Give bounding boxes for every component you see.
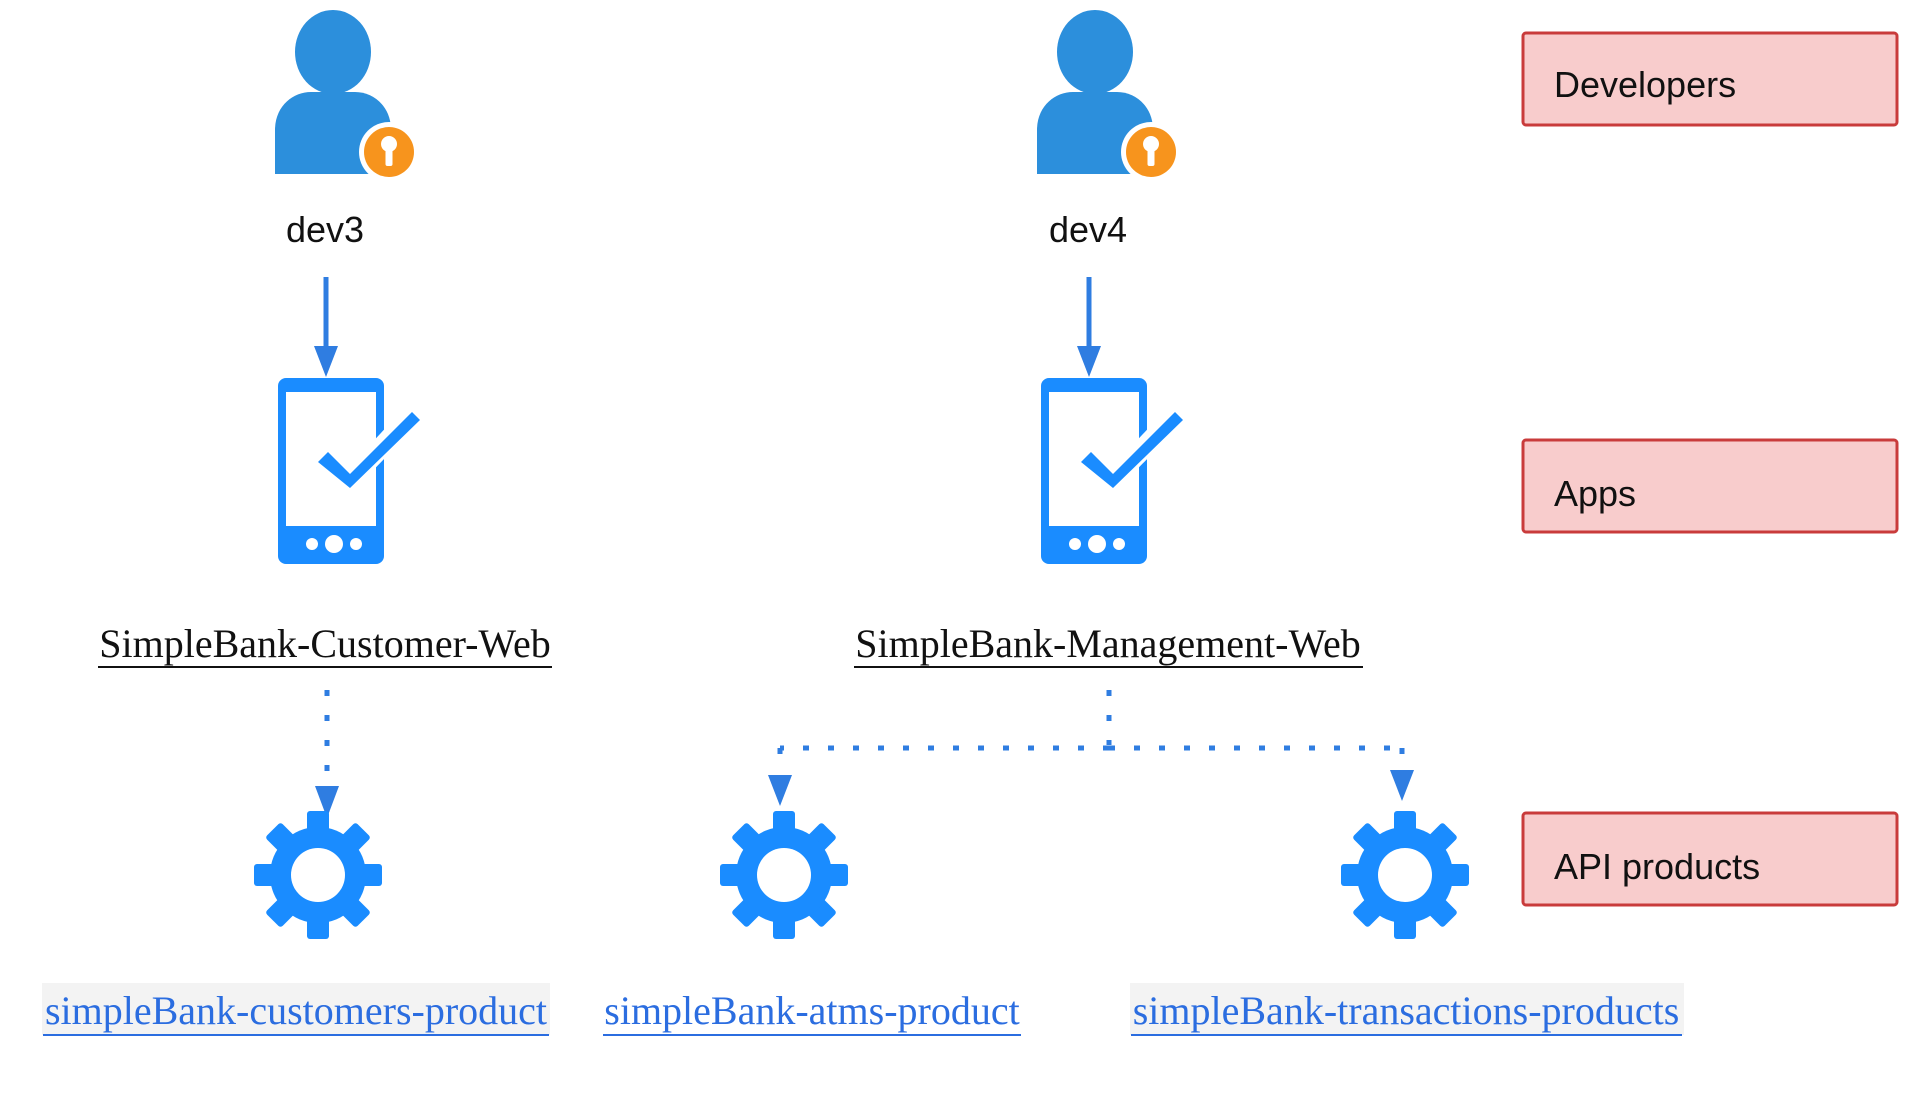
app-node-customer-web[interactable]: SimpleBank-Customer-Web: [98, 378, 552, 668]
edge-dev3-to-customer-web: [314, 277, 338, 377]
gear-icon: [254, 811, 382, 939]
mobile-app-check-icon: [278, 378, 426, 564]
edge-management-web-to-products: [768, 690, 1414, 806]
product-node-transactions[interactable]: simpleBank-transactions-products: [1130, 811, 1684, 1036]
product-link[interactable]: simpleBank-customers-product: [45, 988, 547, 1033]
app-label: SimpleBank-Management-Web: [855, 621, 1361, 666]
app-node-management-web[interactable]: SimpleBank-Management-Web: [854, 378, 1363, 668]
product-node-atms[interactable]: simpleBank-atms-product: [603, 811, 1021, 1036]
developer-node-dev4[interactable]: dev4: [1037, 10, 1181, 250]
mobile-app-check-icon: [1041, 378, 1189, 564]
arrow-head: [1390, 770, 1414, 801]
gear-icon: [1341, 811, 1469, 939]
gear-icon: [720, 811, 848, 939]
user-with-key-icon: [275, 10, 419, 182]
arrow-head: [315, 786, 339, 818]
product-link[interactable]: simpleBank-atms-product: [604, 988, 1019, 1033]
app-label: SimpleBank-Customer-Web: [99, 621, 550, 666]
developer-label: dev4: [1049, 209, 1127, 250]
arrow-head: [1077, 346, 1101, 377]
developer-label: dev3: [286, 209, 364, 250]
legend-developers: Developers: [1521, 31, 1899, 127]
legend-label: API products: [1554, 846, 1760, 887]
legend-apps: Apps: [1521, 438, 1899, 534]
legend-label: Developers: [1554, 64, 1736, 105]
user-with-key-icon: [1037, 10, 1181, 182]
legend-label: Apps: [1554, 473, 1636, 514]
developer-node-dev3[interactable]: dev3: [275, 10, 419, 250]
edge-dev4-to-management-web: [1077, 277, 1101, 377]
link-highlight: [1130, 983, 1684, 1035]
arrow-head: [314, 346, 338, 377]
product-link[interactable]: simpleBank-transactions-products: [1133, 988, 1680, 1033]
legend-api-products: API products: [1521, 811, 1899, 907]
link-highlight: [42, 983, 550, 1035]
edge-customer-web-to-customers-product: [315, 690, 339, 818]
arrow-head: [768, 775, 792, 806]
product-node-customers[interactable]: simpleBank-customers-product: [42, 811, 550, 1036]
